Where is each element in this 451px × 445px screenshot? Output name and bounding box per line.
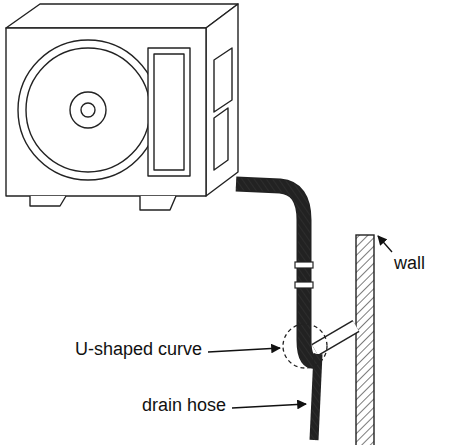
outdoor-unit [6, 4, 238, 210]
part-label: U-shaped curve [73, 340, 204, 360]
part-label: drain hose [140, 396, 228, 416]
wall-label: wall [392, 254, 427, 274]
leader-arrows [208, 236, 392, 408]
wall [356, 235, 374, 445]
drain-pipe [236, 184, 356, 440]
